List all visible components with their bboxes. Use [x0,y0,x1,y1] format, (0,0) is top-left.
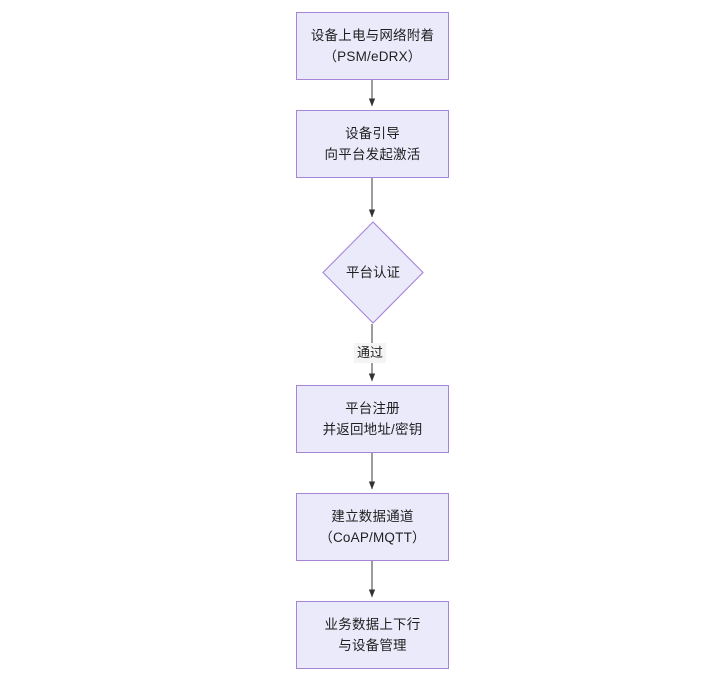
node-label-wrap: 平台认证 [322,221,424,324]
node-platform-auth-decision[interactable]: 平台认证 [322,221,424,324]
node-label: 业务数据上下行 与设备管理 [324,617,421,653]
node-establish-data-channel[interactable]: 建立数据通道 （CoAP/MQTT） [296,493,449,561]
node-label: 设备上电与网络附着 （PSM/eDRX） [310,28,435,64]
edge-label-pass: 通过 [354,343,387,363]
node-label: 设备引导 向平台发起激活 [324,126,421,162]
diamond-shape [322,221,424,324]
node-device-power-on[interactable]: 设备上电与网络附着 （PSM/eDRX） [296,12,449,80]
node-label: 平台注册 并返回地址/密钥 [322,401,423,437]
node-label: 平台认证 [346,265,400,280]
node-platform-register[interactable]: 平台注册 并返回地址/密钥 [296,385,449,453]
node-device-bootstrap[interactable]: 设备引导 向平台发起激活 [296,110,449,178]
node-label: 建立数据通道 （CoAP/MQTT） [319,509,426,545]
node-business-data-and-device-mgmt[interactable]: 业务数据上下行 与设备管理 [296,601,449,669]
